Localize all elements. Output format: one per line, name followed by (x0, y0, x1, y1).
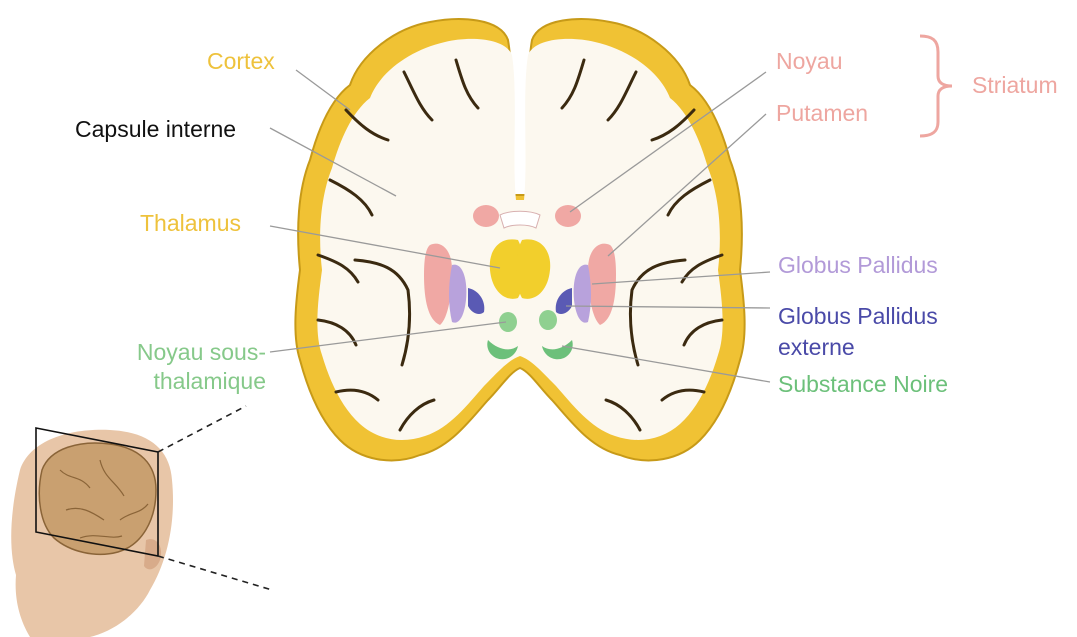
head-thumbnail (11, 406, 272, 637)
label-globus-pallidus-externe-2: externe (778, 334, 855, 361)
projection-line-bottom (158, 556, 272, 590)
brain-thumbnail-icon (39, 443, 156, 554)
caudate-left (473, 205, 499, 227)
label-globus-pallidus-externe-1: Globus Pallidus (778, 303, 938, 330)
projection-line-top (158, 406, 246, 452)
label-thalamus: Thalamus (140, 210, 241, 237)
ventricle (500, 211, 540, 228)
label-substance-noire: Substance Noire (778, 371, 948, 398)
label-noyau: Noyau (776, 48, 842, 75)
striatum-bracket (920, 36, 952, 136)
leader-cortex (296, 70, 350, 110)
label-striatum: Striatum (972, 72, 1058, 99)
white-matter (317, 39, 722, 440)
caudate-right (555, 205, 581, 227)
label-cortex: Cortex (207, 48, 275, 75)
label-globus-pallidus-interne: Globus Pallidus (778, 252, 938, 279)
label-noyau-sous-thalamique-1: Noyau sous- (100, 339, 266, 366)
stn-right (539, 310, 557, 330)
label-capsule-interne: Capsule interne (75, 116, 236, 143)
label-putamen: Putamen (776, 100, 868, 127)
label-noyau-sous-thalamique-2: thalamique (100, 368, 266, 395)
brain-section (295, 19, 744, 460)
